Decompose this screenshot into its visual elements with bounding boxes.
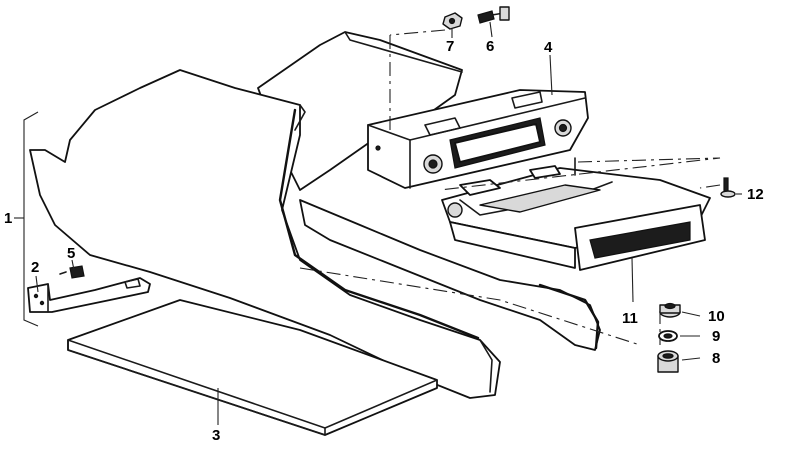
- screw-6: [477, 6, 510, 24]
- leader-lines: [35, 21, 742, 425]
- callout-1: 1: [4, 210, 12, 227]
- knob-center-icon: [428, 159, 438, 169]
- bracket-hole-icon: [39, 300, 45, 306]
- knob-center-icon: [558, 123, 568, 133]
- callout-5: 5: [67, 245, 75, 262]
- callout-2: 2: [31, 259, 39, 276]
- callout-10: 10: [708, 308, 725, 325]
- screw-12: [720, 177, 736, 198]
- housing-hole-icon: [375, 145, 381, 151]
- callout-12: 12: [747, 186, 764, 203]
- mounting-bracket: [27, 277, 151, 313]
- tray-hinge-icon: [447, 202, 463, 218]
- callout-3: 3: [212, 427, 220, 444]
- bushing-8: [657, 350, 679, 373]
- nut-7: [442, 12, 463, 30]
- callout-7: 7: [446, 38, 454, 55]
- callout-8: 8: [712, 350, 720, 367]
- storage-tray: [441, 157, 711, 271]
- callout-9: 9: [712, 328, 720, 345]
- floor-mat: [67, 299, 438, 436]
- group-bracket: [23, 111, 39, 327]
- console-body: [29, 69, 601, 399]
- nut-10: [659, 302, 681, 318]
- callout-6: 6: [486, 38, 494, 55]
- screw-5: [59, 265, 85, 279]
- callout-4: 4: [544, 39, 553, 56]
- callout-11: 11: [622, 310, 638, 327]
- bracket-hole-icon: [33, 293, 39, 299]
- assembly-lines: [299, 29, 721, 346]
- instrument-housing: [367, 89, 589, 189]
- washer-9: [658, 330, 678, 342]
